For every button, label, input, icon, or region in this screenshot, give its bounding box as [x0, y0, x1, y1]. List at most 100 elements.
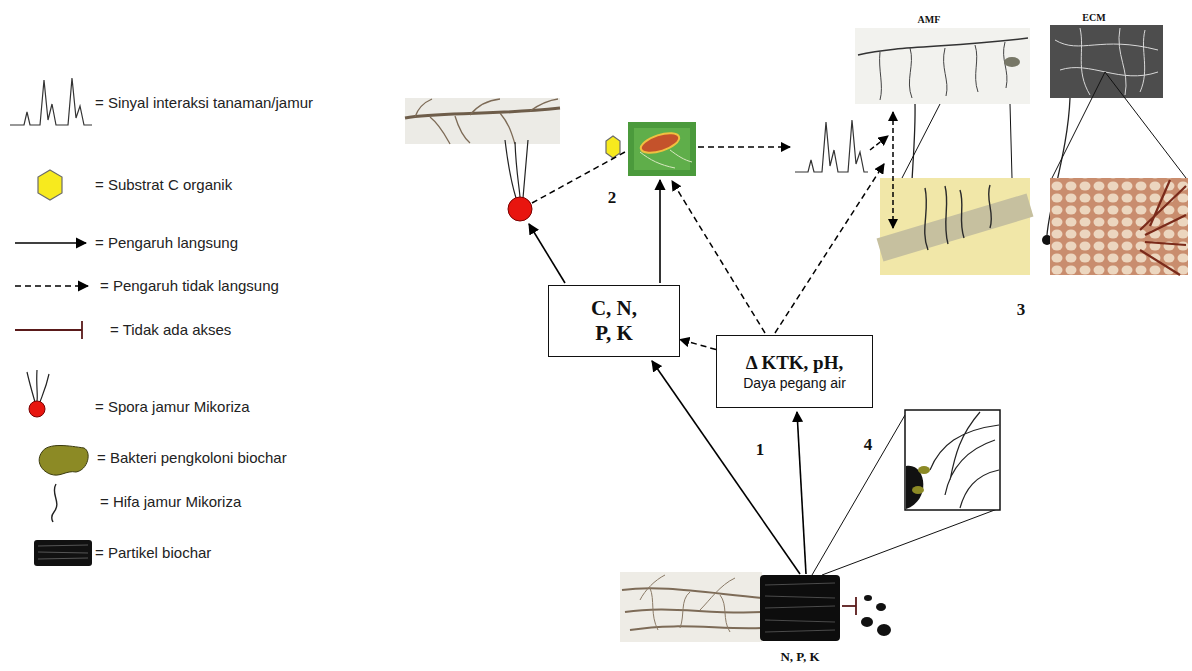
- legend-hexagon: [38, 170, 62, 200]
- image-title: AMF: [918, 14, 941, 25]
- root-photo: [620, 572, 762, 642]
- legend-entry: = Substrat C organik: [95, 177, 232, 194]
- root-photo: [405, 98, 560, 221]
- direct-effect-arrow: [529, 224, 565, 283]
- organic-substrate-hexagon: [606, 136, 620, 158]
- organic-substrate-hexagon: [606, 136, 620, 158]
- legend-biochar-particle: [34, 540, 92, 566]
- leader-line: [902, 72, 1186, 178]
- signal-icon: [795, 120, 868, 172]
- ecm-photo: [1050, 25, 1163, 98]
- legend-solid-arrow: [15, 242, 86, 244]
- callout-number: 4: [864, 435, 873, 455]
- ecm-micrograph: [1140, 180, 1186, 275]
- indirect-effect-arrow: [870, 136, 888, 150]
- no-access-symbol: [864, 595, 872, 601]
- biochar-inset: [918, 466, 930, 474]
- indirect-effect-arrow: [672, 181, 765, 333]
- ecm-photo: [1050, 25, 1163, 98]
- no-access-symbol: [876, 603, 886, 611]
- legend-text: = Sinyal interaksi tanaman/jamur: [95, 94, 313, 111]
- root-photo: [640, 575, 735, 632]
- biochar-particle: [760, 575, 840, 641]
- legend-spore: [27, 372, 35, 402]
- legend-text: = Substrat C organik: [95, 176, 232, 193]
- legend-signal-icon: [10, 78, 92, 125]
- legend-spore: [27, 370, 49, 417]
- root-photo: [505, 140, 528, 198]
- legend-solid-arrow: [15, 243, 86, 244]
- legend-entry: = Pengaruh langsung: [95, 235, 238, 252]
- biochar-inset: [905, 410, 1000, 510]
- indirect-effect-arrow: [680, 339, 716, 349]
- legend-entry: = Bakteri pengkoloni biochar: [97, 450, 287, 467]
- no-access-symbol: [861, 617, 873, 627]
- legend-spore: [36, 370, 38, 401]
- legend-signal-icon: [10, 78, 92, 125]
- legend-biochar-particle: [34, 540, 92, 566]
- root-photo: [405, 98, 560, 144]
- legend-entry: = Spora jamur Mikoriza: [95, 399, 250, 416]
- root-photo: [415, 99, 558, 144]
- amf-photo: [855, 28, 1030, 104]
- biochar-inset: [905, 410, 1000, 510]
- legend-block-symbol: [15, 329, 82, 331]
- legend-spore: [29, 401, 45, 417]
- direct-effect-arrow: [659, 180, 661, 283]
- biochar-inset: [930, 412, 999, 508]
- amf-photo: [880, 42, 1007, 100]
- image-title: ECM: [1082, 12, 1105, 23]
- process-box: C, N, P, K: [548, 285, 680, 357]
- amf-photo: [858, 38, 1028, 55]
- amf-micrograph: [880, 178, 1030, 275]
- legend-block-symbol: [81, 321, 83, 339]
- legend-dashed-arrow: [15, 286, 88, 287]
- legend-dashed-arrow: [15, 285, 88, 287]
- leader-line: [902, 72, 1186, 178]
- amf-photo: [1004, 57, 1020, 67]
- signal-icon: [795, 120, 868, 172]
- callout-number: 1: [756, 440, 765, 460]
- amf-micrograph: [925, 185, 992, 250]
- indirect-effect-arrow: [892, 112, 894, 228]
- legend-hypha: [52, 484, 57, 522]
- legend-text: = Tidak ada akses: [110, 321, 231, 338]
- legend-spore: [40, 374, 49, 402]
- no-access-symbol: [842, 605, 856, 607]
- legend-block-symbol: [15, 321, 82, 339]
- root-photo: [405, 108, 560, 118]
- biochar-inset: [912, 486, 924, 494]
- ecm-micrograph: [1050, 178, 1188, 275]
- bacteria-photo: [640, 150, 692, 168]
- indirect-effect-arrow: [698, 146, 790, 148]
- direct-effect-arrow: [797, 412, 806, 574]
- bacteria-photo: [628, 122, 696, 176]
- no-access-symbol: [877, 624, 891, 636]
- legend-entry: = Sinyal interaksi tanaman/jamur: [95, 95, 313, 112]
- legend-text: = Bakteri pengkoloni biochar: [97, 449, 287, 466]
- box-text: Daya pegang air: [743, 375, 846, 392]
- root-photo: [620, 572, 762, 642]
- biochar-particle: [765, 583, 835, 632]
- nutrient-label: N, P, K: [780, 649, 819, 665]
- ecm-photo: [1055, 28, 1158, 95]
- legend-text: = Partikel biochar: [95, 544, 211, 561]
- legend-biochar-particle: [38, 545, 88, 559]
- biochar-particle: [760, 575, 840, 641]
- box-text: Δ KTK, pH,: [746, 352, 843, 375]
- legend-entry: = Tidak ada akses: [110, 322, 231, 339]
- ecm-micrograph: [1050, 178, 1188, 275]
- legend-bacterium: [39, 446, 88, 476]
- legend-bacterium: [39, 446, 88, 476]
- legend-entry: = Pengaruh tidak langsung: [100, 278, 279, 295]
- legend-text: = Pengaruh langsung: [95, 234, 238, 251]
- indirect-effect-arrow: [775, 164, 884, 333]
- no-access-symbol: [855, 597, 857, 615]
- legend-hexagon: [38, 170, 62, 200]
- bacteria-photo: [628, 122, 696, 176]
- no-access-symbol: [842, 595, 891, 636]
- legend-text: = Pengaruh tidak langsung: [100, 277, 279, 294]
- legend-entry: = Partikel biochar: [95, 545, 211, 562]
- callout-number: 2: [608, 188, 617, 208]
